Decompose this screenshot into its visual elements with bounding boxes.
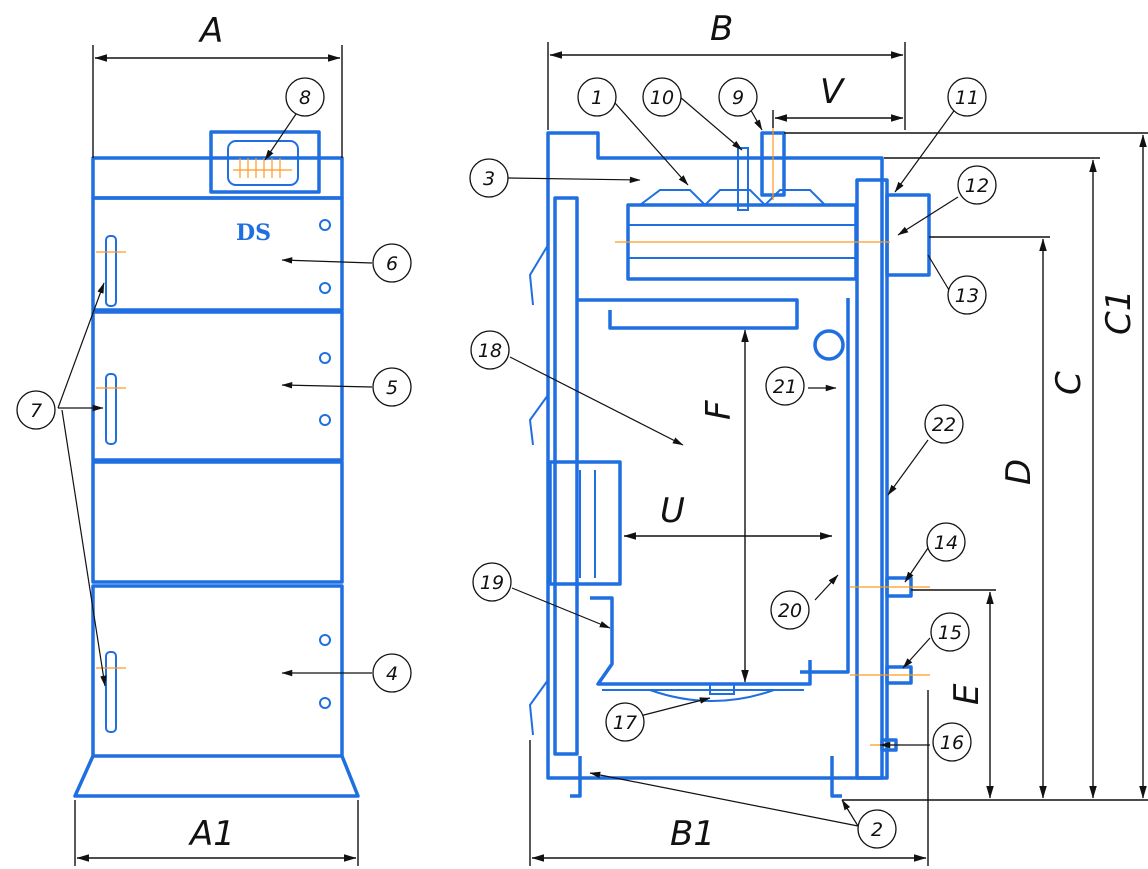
callout-16: 16	[932, 722, 972, 762]
front-panel	[91, 460, 344, 584]
upper-door	[91, 196, 344, 312]
svg-text:21: 21	[773, 376, 797, 398]
svg-text:3: 3	[483, 168, 495, 190]
callout-18: 18	[470, 330, 510, 370]
callout-20: 20	[770, 590, 810, 630]
callout-6: 6	[372, 243, 412, 283]
handle-centerlines	[96, 251, 126, 669]
support-legs	[570, 756, 842, 798]
callout-11: 11	[947, 77, 987, 117]
callout-4: 4	[372, 653, 412, 693]
callout-15: 15	[930, 612, 970, 652]
gauge-scale	[233, 158, 292, 178]
dim-label-b: B	[710, 9, 733, 49]
ash-chamber-wall	[590, 596, 812, 686]
svg-text:19: 19	[480, 572, 504, 594]
dimension-labels: A A1 B B1 V F U C1 C D E	[188, 9, 1139, 854]
dim-label-c1: C1	[1099, 290, 1139, 335]
callout-balloons: 1 2 3 4 5 6 7 8 9 10 11 12 13 14 15 16 1…	[16, 77, 997, 849]
brand-logo: DS	[236, 220, 271, 246]
combustion-baffle	[577, 298, 799, 330]
door-handles	[105, 235, 117, 733]
boiler-outer-casing	[546, 131, 884, 780]
callout-3: 3	[469, 158, 509, 198]
grate-dish	[649, 689, 775, 702]
svg-text:4: 4	[386, 663, 398, 685]
callout-17: 17	[605, 702, 645, 742]
dim-label-d: D	[999, 459, 1039, 485]
callout-9: 9	[718, 77, 758, 117]
front-view: DS	[73, 130, 360, 798]
svg-text:22: 22	[932, 414, 956, 436]
loading-door	[548, 460, 622, 586]
callout-21: 21	[765, 366, 805, 406]
dimension-lines	[74, 42, 1148, 866]
callout-1: 1	[577, 77, 617, 117]
svg-text:17: 17	[613, 712, 637, 734]
lower-door	[91, 584, 344, 758]
rear-water-jacket	[855, 178, 889, 780]
svg-text:18: 18	[478, 340, 502, 362]
dim-label-f: F	[699, 400, 739, 420]
callout-10: 10	[642, 77, 682, 117]
dim-label-u: U	[660, 491, 685, 531]
svg-text:5: 5	[386, 377, 398, 399]
svg-text:1: 1	[591, 87, 603, 109]
svg-text:15: 15	[938, 622, 962, 644]
dim-label-b1: B1	[670, 814, 715, 854]
leader-lines	[57, 93, 959, 827]
callout-22: 22	[924, 404, 964, 444]
svg-text:14: 14	[934, 532, 958, 554]
section-view	[528, 120, 931, 798]
svg-text:16: 16	[940, 732, 964, 754]
combustion-chamber-wall	[800, 298, 850, 674]
callout-8: 8	[285, 77, 325, 117]
grate-rod	[709, 683, 735, 695]
callout-2: 2	[857, 809, 897, 849]
callout-12: 12	[957, 165, 997, 205]
flue-outlet	[885, 193, 931, 277]
front-wall	[553, 196, 579, 756]
front-door-handles	[528, 244, 549, 736]
dim-label-v: V	[820, 72, 846, 112]
svg-text:7: 7	[30, 400, 42, 422]
door-hinges	[319, 219, 331, 709]
svg-text:2: 2	[871, 819, 883, 841]
nozzle-centerlines	[772, 120, 930, 746]
side-port	[813, 329, 845, 361]
callout-19: 19	[472, 562, 512, 602]
svg-text:11: 11	[955, 87, 979, 109]
svg-text:8: 8	[299, 87, 311, 109]
control-panel	[209, 130, 321, 194]
callout-14: 14	[926, 522, 966, 562]
front-base-plinth	[73, 755, 360, 798]
callout-5: 5	[372, 367, 412, 407]
svg-text:6: 6	[386, 253, 398, 275]
svg-text:13: 13	[955, 285, 979, 307]
callout-7: 7	[16, 390, 56, 430]
dim-label-a1: A1	[188, 814, 235, 854]
dim-label-a: A	[198, 11, 223, 51]
callout-13: 13	[947, 275, 987, 315]
dim-label-c: C	[1049, 371, 1089, 395]
svg-text:10: 10	[650, 87, 674, 109]
baffle-plates	[639, 189, 826, 207]
dim-label-e: E	[947, 683, 987, 705]
thermometer-gauge	[227, 140, 299, 186]
svg-text:12: 12	[965, 175, 989, 197]
sensor-sleeve	[737, 147, 749, 211]
svg-text:20: 20	[778, 600, 802, 622]
svg-text:9: 9	[732, 87, 744, 109]
